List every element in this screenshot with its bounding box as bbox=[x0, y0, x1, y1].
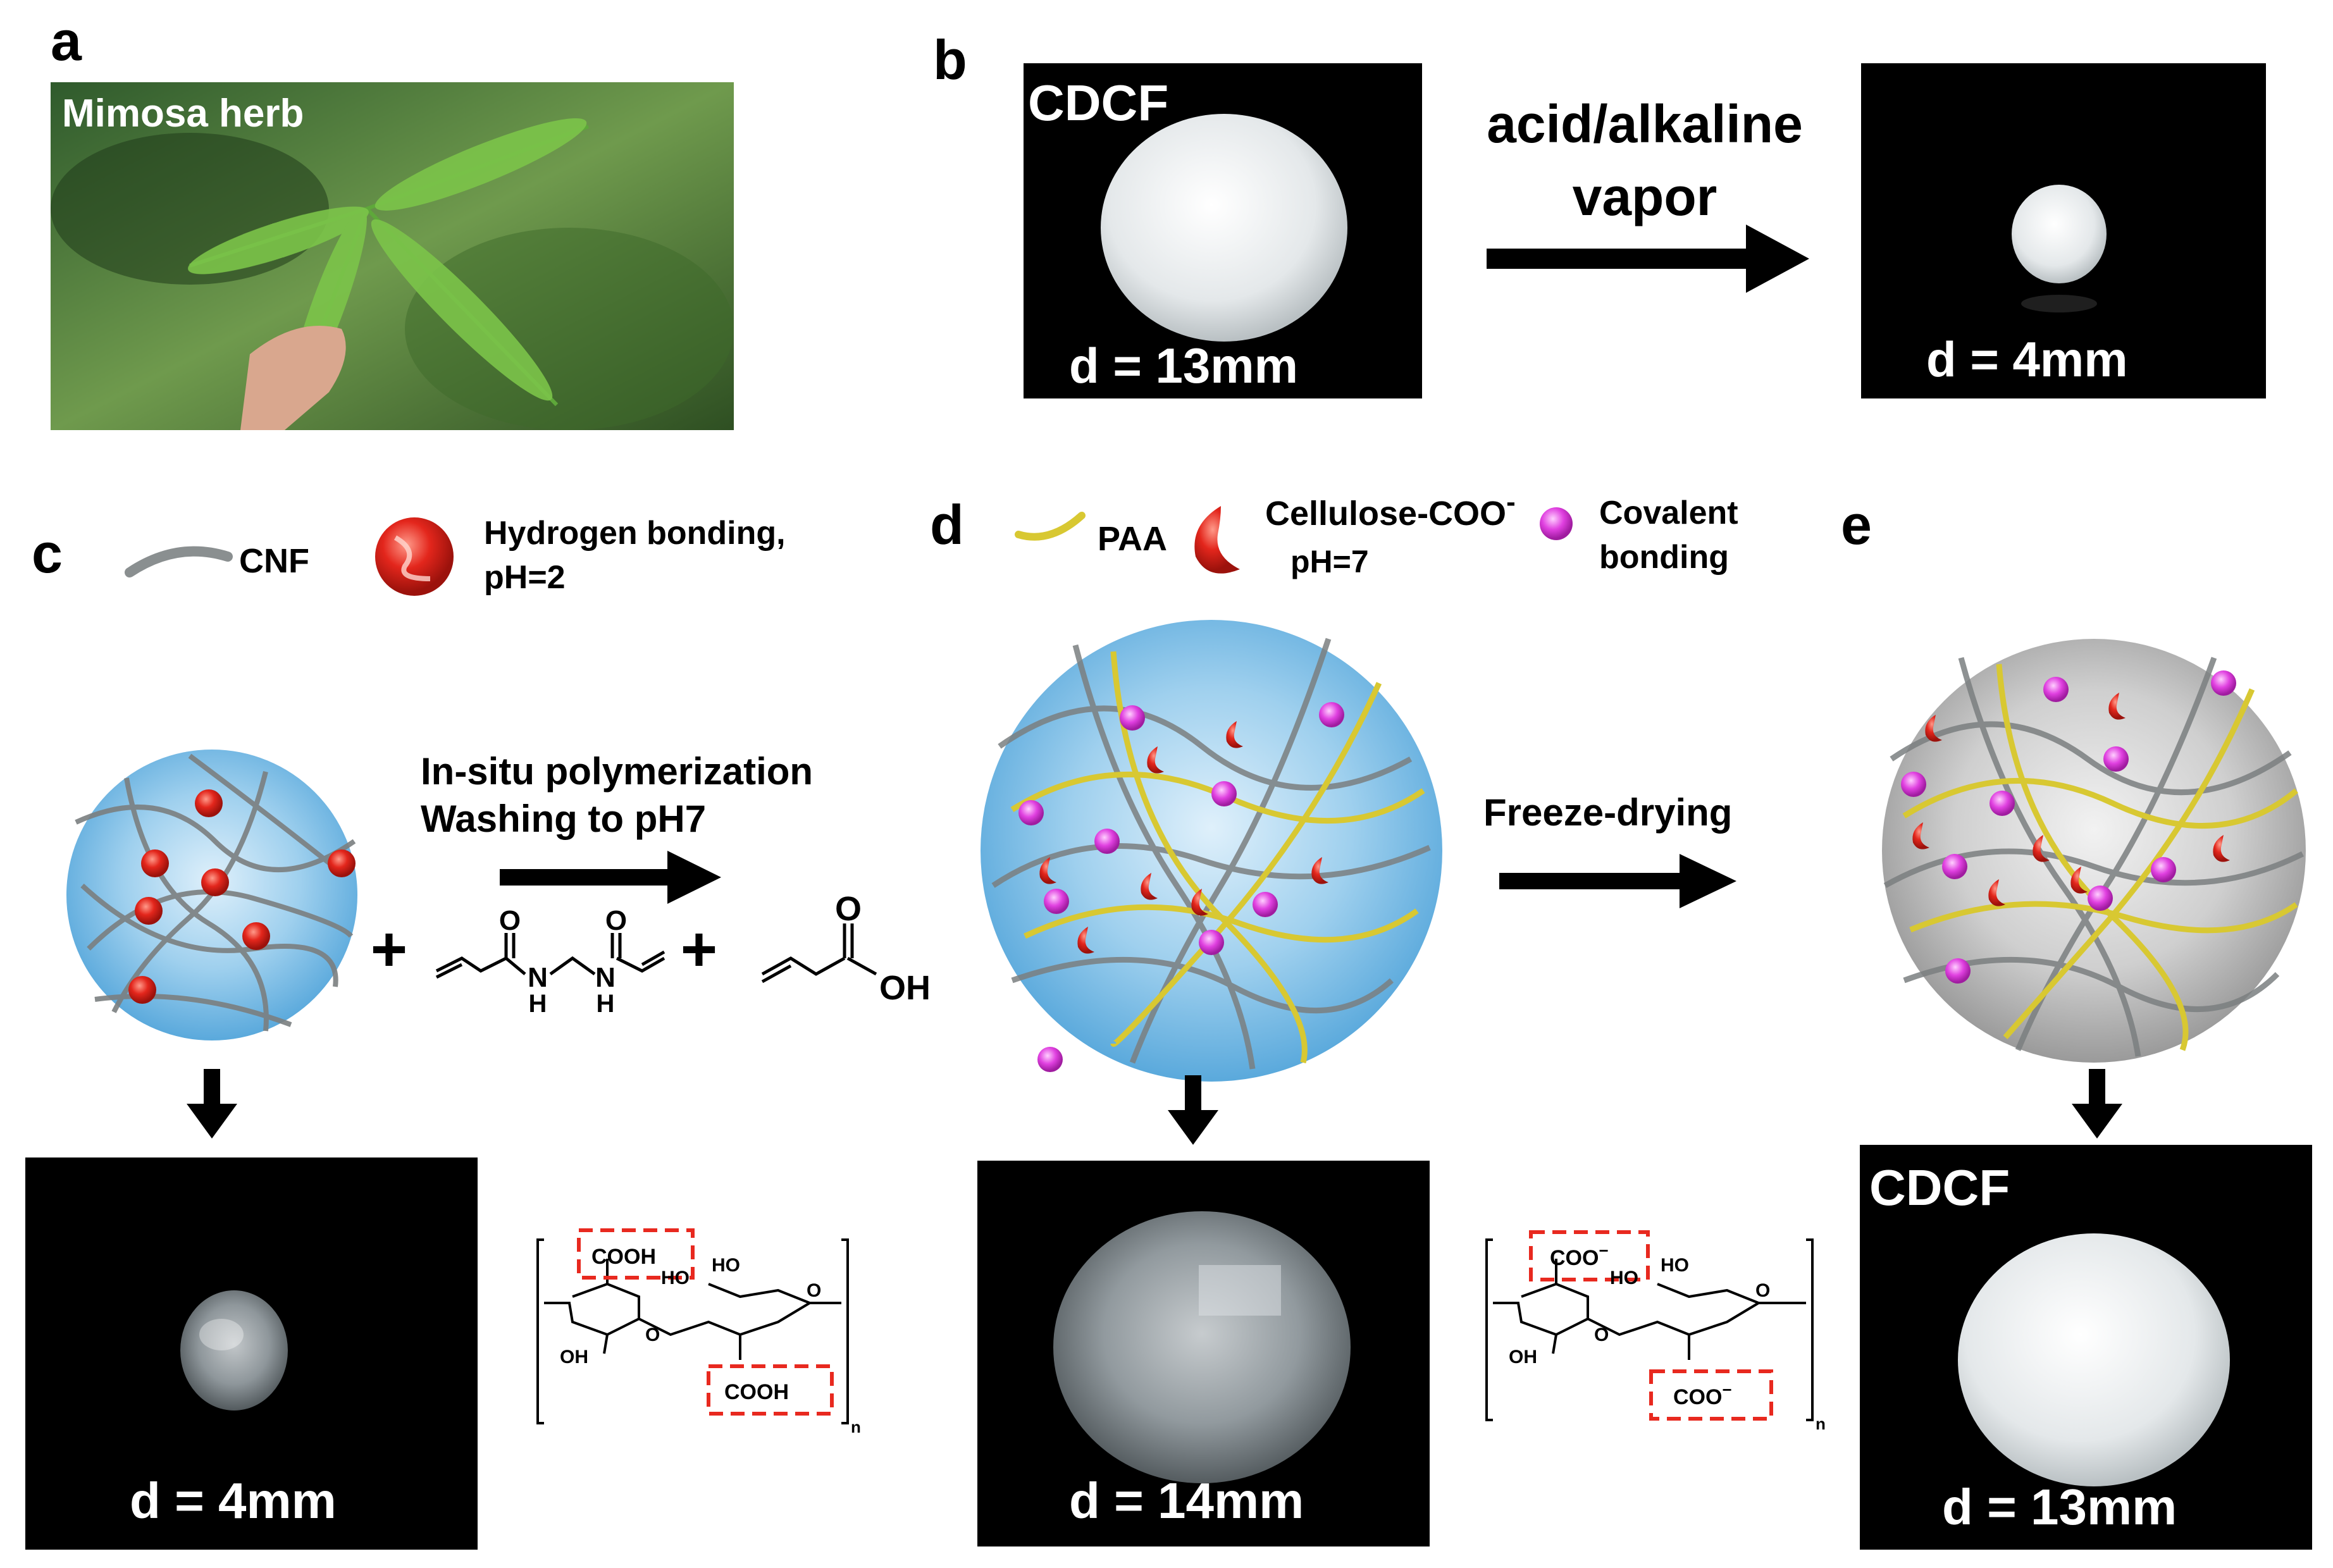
d-unit-n: n bbox=[1816, 1414, 1826, 1433]
arrow-d-down bbox=[1168, 1075, 1218, 1145]
panel-a-letter: a bbox=[51, 9, 82, 72]
cooh-bottom-label: COOH bbox=[724, 1380, 789, 1404]
plus-1: + bbox=[371, 914, 407, 985]
arrow-d-freeze-drying bbox=[1499, 854, 1736, 908]
photo-e-tag: CDCF bbox=[1869, 1159, 2010, 1216]
photo-hydrogel-large bbox=[977, 1161, 1430, 1546]
mba-o-1: O bbox=[499, 905, 521, 936]
legend-coo-ph: pH=7 bbox=[1290, 544, 1369, 579]
legend-coo-icon bbox=[1194, 506, 1240, 574]
legend-covalent-icon bbox=[1540, 507, 1573, 540]
mba-o-2: O bbox=[605, 905, 627, 936]
legend-covalent-label-2: bonding bbox=[1599, 539, 1729, 576]
arrow-c-down bbox=[187, 1069, 237, 1139]
cellulose-coo-unit bbox=[1485, 1238, 1814, 1421]
panel-b-letter: b bbox=[933, 28, 967, 91]
coo-top-label: COO− bbox=[1550, 1241, 1609, 1270]
mba-n-2: N bbox=[595, 962, 616, 993]
d-unit-o-2: O bbox=[1755, 1280, 1770, 1301]
arrow-b-label-2: vapor bbox=[1573, 167, 1717, 226]
arrow-c-label-2: Washing to pH7 bbox=[421, 798, 706, 840]
d-unit-oh: OH bbox=[1509, 1347, 1537, 1367]
photo-label-mimosa: Mimosa herb bbox=[62, 92, 304, 135]
c-unit-o-2: O bbox=[807, 1280, 821, 1301]
dry-network-sphere bbox=[1882, 639, 2306, 1063]
mba-h-1: H bbox=[529, 990, 547, 1018]
panel-d-letter: d bbox=[930, 493, 964, 556]
c-unit-n: n bbox=[851, 1417, 861, 1436]
acrylic-o: O bbox=[835, 890, 862, 928]
photo-cdcf-size: d = 13mm bbox=[1069, 338, 1298, 393]
acrylic-oh: OH bbox=[879, 969, 931, 1007]
coo-box-bottom bbox=[1649, 1369, 1773, 1421]
panel-e-letter: e bbox=[1841, 493, 1872, 556]
photo-e-size: d = 13mm bbox=[1942, 1479, 2177, 1535]
c-unit-ho-1: HO bbox=[661, 1268, 690, 1288]
c-unit-o-1: O bbox=[645, 1324, 660, 1345]
cnf-network-sphere bbox=[66, 750, 357, 1040]
photo-c-size: d = 4mm bbox=[130, 1472, 337, 1529]
panel-c-letter: c bbox=[32, 522, 63, 584]
legend-hbond-label-1: Hydrogen bonding, bbox=[484, 515, 786, 552]
legend-paa-label: PAA bbox=[1098, 520, 1167, 558]
mba-h-2: H bbox=[597, 990, 615, 1018]
cooh-box-top bbox=[577, 1228, 695, 1280]
legend-hbond-label-2: pH=2 bbox=[484, 559, 566, 596]
arrow-d-label: Freeze-drying bbox=[1483, 791, 1732, 834]
legend-coo-label: Cellulose-COO- bbox=[1265, 486, 1516, 533]
photo-cdcf-e bbox=[1860, 1145, 2312, 1550]
photo-hydrogel-small bbox=[25, 1157, 478, 1550]
photo-cdcf-small bbox=[1861, 63, 2266, 398]
cooh-top-label: COOH bbox=[591, 1245, 656, 1269]
d-unit-o-1: O bbox=[1594, 1324, 1609, 1345]
photo-d-size: d = 14mm bbox=[1069, 1472, 1304, 1529]
mba-structure bbox=[435, 933, 665, 979]
d-unit-ho-2: HO bbox=[1661, 1255, 1689, 1276]
c-unit-ho-2: HO bbox=[712, 1255, 740, 1276]
legend-cnf-icon bbox=[125, 546, 233, 577]
mba-n-1: N bbox=[528, 962, 548, 993]
photo-small-size: d = 4mm bbox=[1926, 331, 2128, 387]
c-unit-oh: OH bbox=[560, 1347, 588, 1367]
photo-cdcf-large bbox=[1024, 63, 1422, 398]
legend-hbond-icon bbox=[375, 517, 454, 596]
photo-cdcf-tag: CDCF bbox=[1028, 75, 1168, 131]
cellulose-cooh-unit bbox=[536, 1238, 849, 1424]
arrow-c-label-1: In-situ polymerization bbox=[421, 750, 813, 793]
legend-cnf-label: CNF bbox=[239, 542, 309, 580]
arrow-b bbox=[1487, 225, 1809, 293]
arrow-b-label-1: acid/alkaline bbox=[1487, 94, 1803, 154]
d-unit-ho-1: HO bbox=[1610, 1268, 1638, 1288]
acrylic-acid-structure bbox=[761, 923, 877, 984]
legend-paa-icon bbox=[1015, 512, 1086, 541]
legend-covalent-label-1: Covalent bbox=[1599, 495, 1738, 531]
plus-2: + bbox=[681, 914, 717, 985]
paa-network-sphere bbox=[981, 620, 1442, 1082]
arrow-c-polymerization bbox=[500, 851, 721, 904]
coo-box-top bbox=[1529, 1230, 1650, 1281]
mimosa-photo bbox=[51, 82, 734, 430]
coo-bottom-label: COO− bbox=[1673, 1380, 1732, 1409]
arrow-e-down bbox=[2072, 1069, 2122, 1139]
